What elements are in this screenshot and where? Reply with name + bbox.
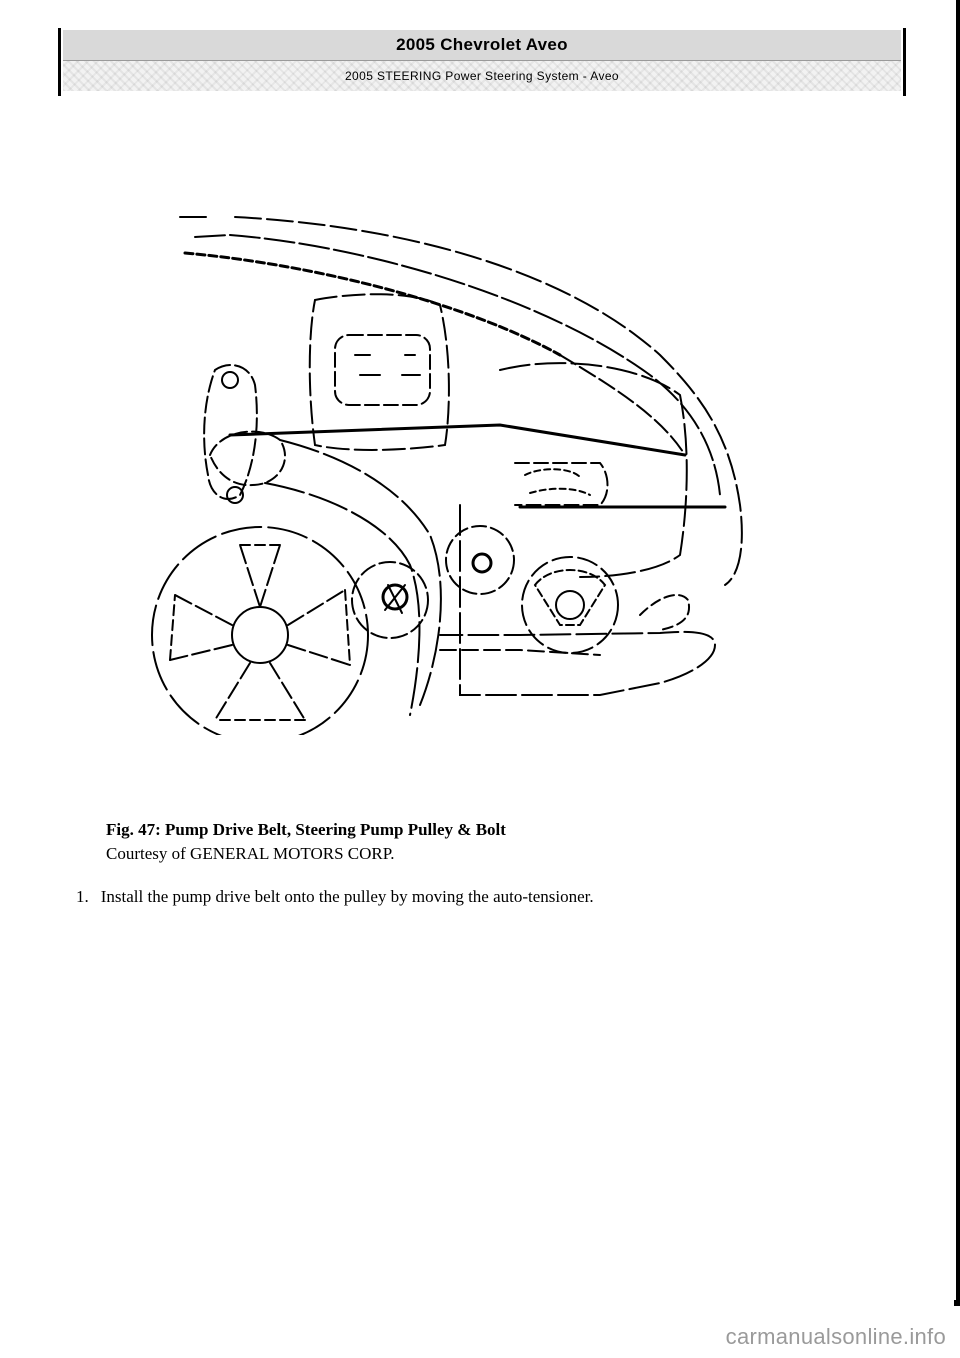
header-right-rule	[903, 28, 906, 96]
page-edge-corner	[954, 1300, 960, 1306]
watermark-text: carmanualsonline.info	[725, 1324, 946, 1349]
header-title-bar: 2005 Chevrolet Aveo	[63, 30, 901, 61]
header-subtitle-bar: 2005 STEERING Power Steering System - Av…	[63, 61, 901, 91]
figure-caption: Fig. 47: Pump Drive Belt, Steering Pump …	[106, 820, 506, 839]
procedure-step: 1. Install the pump drive belt onto the …	[76, 887, 594, 907]
step-number: 1.	[76, 887, 89, 906]
section-subtitle: 2005 STEERING Power Steering System - Av…	[344, 69, 620, 83]
pump-drive-belt-illustration	[140, 205, 760, 744]
figure-caption-block: Fig. 47: Pump Drive Belt, Steering Pump …	[106, 818, 506, 866]
header-left-rule	[58, 28, 61, 96]
page-edge-rule	[956, 0, 960, 1300]
step-text: Install the pump drive belt onto the pul…	[100, 887, 594, 906]
figure-credit: Courtesy of GENERAL MOTORS CORP.	[106, 844, 395, 863]
document-header: 2005 Chevrolet Aveo 2005 STEERING Power …	[58, 28, 906, 96]
vehicle-title: 2005 Chevrolet Aveo	[396, 35, 568, 54]
